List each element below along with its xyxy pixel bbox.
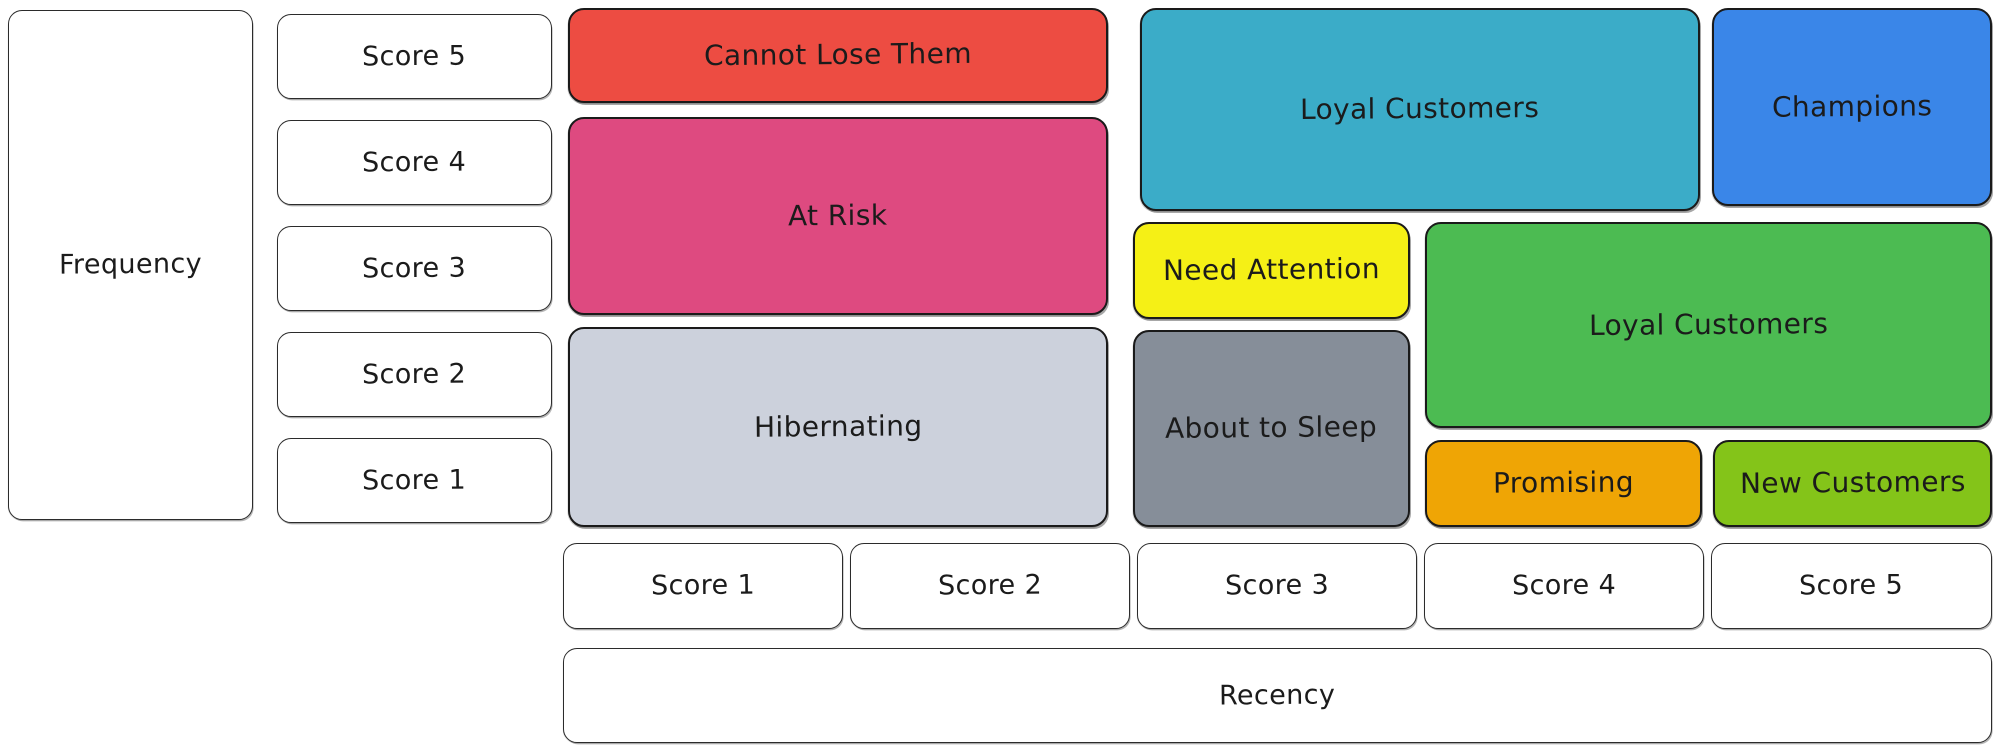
frequency-axis-label-text: Frequency — [58, 248, 203, 282]
segment-cannot-lose-them[interactable]: Cannot Lose Them — [568, 8, 1108, 103]
segment-cannot-lose-them-label: Cannot Lose Them — [703, 37, 973, 73]
frequency-score-4[interactable]: Score 4 — [277, 120, 552, 205]
frequency-score-3-label: Score 3 — [362, 252, 467, 285]
recency-score-2-label: Score 2 — [937, 570, 1043, 602]
recency-score-4-label: Score 4 — [1511, 570, 1617, 602]
frequency-score-4-label: Score 4 — [362, 146, 467, 179]
recency-axis-label: Recency — [563, 648, 1992, 743]
recency-score-1[interactable]: Score 1 — [563, 543, 843, 629]
frequency-score-1-label: Score 1 — [362, 464, 467, 497]
recency-score-3-label: Score 3 — [1224, 570, 1330, 602]
frequency-score-5[interactable]: Score 5 — [277, 14, 552, 99]
segment-new-customers-label: New Customers — [1739, 465, 1966, 501]
recency-score-5[interactable]: Score 5 — [1711, 543, 1992, 629]
recency-score-3[interactable]: Score 3 — [1137, 543, 1417, 629]
segment-loyal-customers-teal[interactable]: Loyal Customers — [1140, 8, 1700, 211]
segment-need-attention-label: Need Attention — [1162, 252, 1381, 288]
segment-champions[interactable]: Champions — [1712, 8, 1992, 206]
segment-about-to-sleep-label: About to Sleep — [1165, 410, 1378, 446]
segment-champions-label: Champions — [1771, 89, 1933, 124]
recency-score-4[interactable]: Score 4 — [1424, 543, 1704, 629]
recency-score-1-label: Score 1 — [650, 570, 756, 602]
frequency-score-5-label: Score 5 — [362, 40, 467, 73]
segment-hibernating-label: Hibernating — [753, 409, 923, 444]
segment-loyal-customers-green[interactable]: Loyal Customers — [1425, 222, 1992, 428]
segment-need-attention[interactable]: Need Attention — [1133, 222, 1410, 319]
segment-at-risk-label: At Risk — [788, 198, 888, 233]
segment-new-customers[interactable]: New Customers — [1713, 440, 1992, 527]
recency-score-2[interactable]: Score 2 — [850, 543, 1130, 629]
recency-score-5-label: Score 5 — [1799, 570, 1904, 602]
segment-about-to-sleep[interactable]: About to Sleep — [1133, 330, 1410, 527]
frequency-axis-label: Frequency — [8, 10, 253, 520]
segment-loyal-customers-green-label: Loyal Customers — [1588, 306, 1829, 342]
frequency-score-2-label: Score 2 — [362, 358, 467, 391]
segment-hibernating[interactable]: Hibernating — [568, 327, 1108, 527]
segment-promising[interactable]: Promising — [1425, 440, 1702, 527]
frequency-score-2[interactable]: Score 2 — [277, 332, 552, 417]
segment-at-risk[interactable]: At Risk — [568, 117, 1108, 315]
frequency-score-1[interactable]: Score 1 — [277, 438, 552, 523]
frequency-score-3[interactable]: Score 3 — [277, 226, 552, 311]
segment-promising-label: Promising — [1492, 465, 1635, 501]
segment-loyal-customers-teal-label: Loyal Customers — [1300, 91, 1540, 127]
recency-axis-label-text: Recency — [1219, 679, 1336, 712]
